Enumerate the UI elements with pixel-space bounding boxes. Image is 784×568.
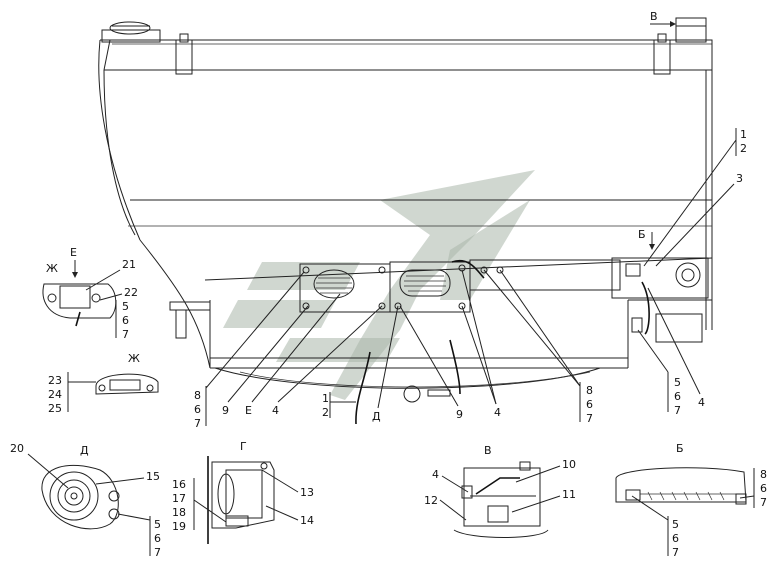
callout-18: 18 xyxy=(172,506,186,519)
callout-9-mid: 9 xyxy=(456,408,463,421)
callout-5-right: 5 xyxy=(674,376,681,389)
view-zh-title: Ж xyxy=(128,352,140,365)
callout-9-left: 9 xyxy=(222,404,229,417)
callout-5-b: 5 xyxy=(672,518,679,531)
view-g-title: Г xyxy=(240,440,247,453)
callout-6-b2: 6 xyxy=(672,532,679,545)
view-g: Г 16 17 18 19 13 14 xyxy=(172,440,314,544)
callout-7-right: 7 xyxy=(674,404,681,417)
view-zh: Ж 23 24 25 xyxy=(48,352,159,415)
view-e: Е Ж 21 22 5 6 7 xyxy=(42,246,138,341)
main-markers: В Б xyxy=(638,10,676,250)
callout-2-mid: 2 xyxy=(322,406,329,419)
callout-20: 20 xyxy=(10,442,24,455)
callout-23: 23 xyxy=(48,374,62,387)
main-callouts: 1 2 3 4 5 6 7 8 6 7 9 Е 4 1 2 Д 9 4 8 xyxy=(194,128,747,430)
callout-7-b: 7 xyxy=(760,496,767,509)
callout-4-v: 4 xyxy=(432,468,439,481)
marker-b: Б xyxy=(638,228,646,241)
callout-8-b: 8 xyxy=(760,468,767,481)
callout-4-mid2: 4 xyxy=(494,406,501,419)
callout-13: 13 xyxy=(300,486,314,499)
callout-6-left: 6 xyxy=(194,403,201,416)
callout-22: 22 xyxy=(124,286,138,299)
view-b: Б 8 6 7 5 6 7 xyxy=(615,442,767,559)
view-v: В 4 10 11 12 xyxy=(424,444,576,538)
marker-v: В xyxy=(650,10,658,23)
callout-25: 25 xyxy=(48,402,62,415)
callout-6-mid: 6 xyxy=(586,398,593,411)
callout-14: 14 xyxy=(300,514,314,527)
callout-5-d: 5 xyxy=(154,518,161,531)
callout-2-main: 2 xyxy=(740,142,747,155)
marker-d-main: Д xyxy=(372,410,381,423)
view-b-title: Б xyxy=(676,442,684,455)
callout-8-mid: 8 xyxy=(586,384,593,397)
main-body-outline xyxy=(98,17,713,425)
callout-5-e: 5 xyxy=(122,300,129,313)
callout-7-d: 7 xyxy=(154,546,161,559)
callout-12: 12 xyxy=(424,494,438,507)
callout-6-e: 6 xyxy=(122,314,129,327)
callout-21: 21 xyxy=(122,258,136,271)
callout-7-b2: 7 xyxy=(672,546,679,559)
view-d: Д 20 15 5 6 7 xyxy=(10,442,161,559)
callout-7-e: 7 xyxy=(122,328,129,341)
callout-7-mid: 7 xyxy=(586,412,593,425)
callout-6-b: 6 xyxy=(760,482,767,495)
callout-15: 15 xyxy=(146,470,160,483)
callout-6-d: 6 xyxy=(154,532,161,545)
callout-16: 16 xyxy=(172,478,186,491)
view-zh-marker: Ж xyxy=(46,262,58,275)
callout-11: 11 xyxy=(562,488,576,501)
callout-4-right: 4 xyxy=(698,396,705,409)
marker-e-main: Е xyxy=(245,404,252,417)
callout-24: 24 xyxy=(48,388,62,401)
watermark-logo xyxy=(223,170,535,400)
view-v-title: В xyxy=(484,444,492,457)
callout-19: 19 xyxy=(172,520,186,533)
callout-7-left: 7 xyxy=(194,417,201,430)
callout-1-mid: 1 xyxy=(322,392,329,405)
callout-8-left: 8 xyxy=(194,389,201,402)
callout-1-main: 1 xyxy=(740,128,747,141)
callout-6-right: 6 xyxy=(674,390,681,403)
callout-4-mid1: 4 xyxy=(272,404,279,417)
callout-10: 10 xyxy=(562,458,576,471)
view-e-title: Е xyxy=(70,246,77,259)
view-d-title: Д xyxy=(80,444,89,457)
callout-17: 17 xyxy=(172,492,186,505)
callout-3-main: 3 xyxy=(736,172,743,185)
